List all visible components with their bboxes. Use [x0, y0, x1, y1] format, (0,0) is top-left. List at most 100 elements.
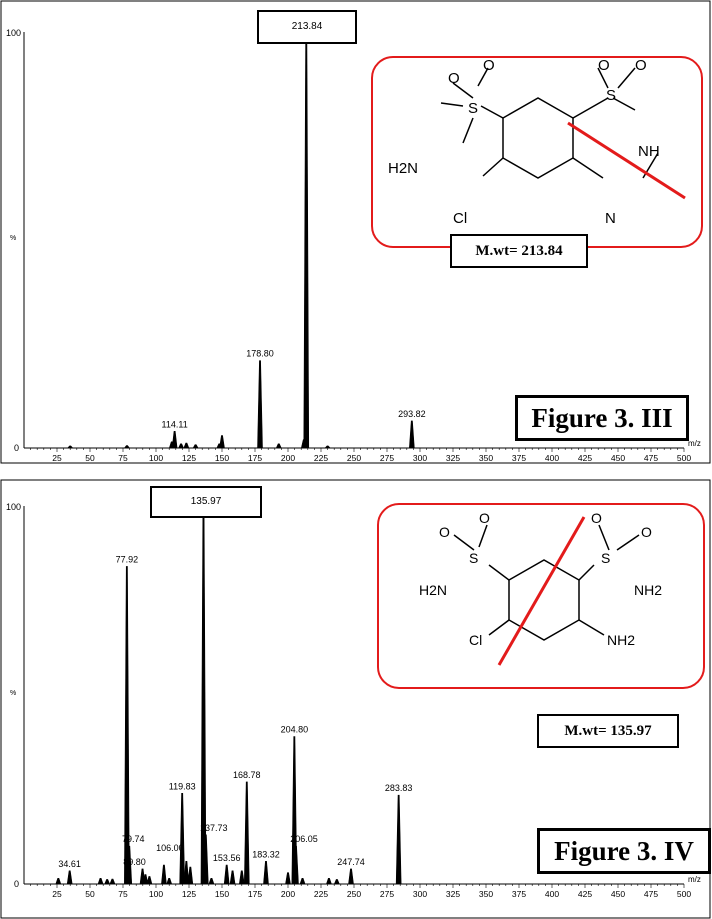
x-tick-label: 475: [644, 453, 658, 463]
atom-label: S: [601, 550, 610, 566]
atom-label: O: [479, 510, 490, 526]
atom-label: S: [469, 550, 478, 566]
x-tick-label: 500: [677, 889, 691, 899]
peak: [166, 878, 172, 885]
x-tick-label: 300: [413, 453, 427, 463]
x-tick-label: 125: [182, 453, 196, 463]
atom-label: O: [641, 524, 652, 540]
peak-label: 178.80: [246, 349, 274, 359]
x-tick-label: 25: [52, 453, 62, 463]
y-tick-label: 100: [6, 502, 21, 512]
x-tick-label: 450: [611, 889, 625, 899]
x-tick-label: 425: [578, 889, 592, 899]
peak: [293, 845, 299, 885]
peak: [285, 872, 291, 885]
peak: [299, 878, 306, 885]
chemical-structure-bottom: O O O O S S H2N NH2 Cl NH2: [419, 510, 662, 666]
x-tick-label: 350: [479, 889, 493, 899]
peak: [192, 444, 199, 449]
x-tick-label: 150: [215, 889, 229, 899]
atom-label: O: [591, 510, 602, 526]
peak: [275, 443, 282, 449]
peak: [187, 866, 194, 885]
x-tick-label: 75: [118, 453, 128, 463]
x-tick-label: 375: [512, 889, 526, 899]
x-tick-label: 425: [578, 453, 592, 463]
peak: [223, 864, 230, 885]
molecular-weight-top: M.wt= 213.84: [450, 234, 588, 268]
x-tick-label: 200: [281, 889, 295, 899]
peak: [334, 879, 340, 885]
structure-box-top: O O O O S S H2N NH Cl N: [371, 56, 703, 248]
base-peak-label-bottom: 135.97: [150, 486, 262, 518]
x-tick-label: 350: [479, 453, 493, 463]
x-tick-label: 500: [677, 453, 691, 463]
peak: [208, 878, 215, 885]
base-peak-label-top: 213.84: [257, 10, 357, 44]
panel-border: [0, 0, 711, 464]
peak: [67, 445, 73, 449]
peak-label: 168.78: [233, 770, 261, 780]
peak: [109, 878, 116, 885]
atom-label: O: [483, 58, 495, 74]
peak: [146, 876, 153, 885]
atom-label: O: [598, 58, 610, 74]
peak-label: 79.74: [122, 834, 145, 844]
atom-label: Cl: [453, 210, 467, 227]
x-tick-label: 400: [545, 453, 559, 463]
peak-label: 77.92: [116, 554, 139, 564]
peak: [303, 31, 310, 449]
x-tick-label: 200: [281, 453, 295, 463]
figure-label-bottom: Figure 3. IV: [537, 828, 711, 874]
x-tick-label: 275: [380, 453, 394, 463]
x-tick-label: 25: [52, 889, 62, 899]
peak-label: 183.32: [252, 849, 280, 859]
y-axis-label: %: [10, 235, 16, 242]
peak-label: 283.83: [385, 783, 413, 793]
peak-label: 34.61: [58, 859, 81, 869]
atom-label: N: [605, 210, 616, 227]
peak: [55, 878, 62, 885]
x-tick-label: 250: [347, 889, 361, 899]
peak-label: 89.80: [123, 857, 146, 867]
peak: [66, 870, 73, 885]
figure-label-top: Figure 3. III: [515, 395, 689, 441]
peak: [257, 360, 263, 449]
peak: [179, 792, 185, 885]
peak: [219, 435, 225, 449]
peak-label: 153.56: [213, 853, 241, 863]
x-tick-label: 75: [118, 889, 128, 899]
peak: [97, 878, 104, 885]
peak-label: 247.74: [337, 857, 365, 867]
peak: [203, 834, 209, 885]
x-tick-label: 225: [314, 453, 328, 463]
x-tick-label: 275: [380, 889, 394, 899]
x-tick-label: 150: [215, 453, 229, 463]
x-tick-label: 250: [347, 453, 361, 463]
y-tick-label: 100: [6, 28, 21, 38]
x-tick-label: 300: [413, 889, 427, 899]
x-tick-label: 100: [149, 453, 163, 463]
peak: [183, 442, 190, 449]
peak: [263, 861, 269, 885]
x-axis-label: m/z: [688, 875, 701, 884]
atom-label: NH: [638, 143, 660, 160]
peak: [229, 870, 236, 885]
molecular-weight-bottom: M.wt= 135.97: [537, 714, 679, 748]
peak: [142, 874, 149, 885]
peak: [183, 861, 190, 885]
y-tick-label: 0: [14, 443, 19, 453]
peak: [126, 845, 133, 885]
atom-label: O: [439, 524, 450, 540]
peak: [239, 870, 245, 885]
y-axis-label: %: [10, 690, 16, 697]
y-tick-label: 0: [14, 879, 19, 889]
peak-label: 106.00: [156, 843, 184, 853]
peak-label: 204.80: [281, 725, 309, 735]
x-tick-label: 125: [182, 889, 196, 899]
peak-label: 206.05: [290, 834, 318, 844]
x-tick-label: 50: [85, 453, 95, 463]
atom-label: S: [606, 87, 616, 104]
